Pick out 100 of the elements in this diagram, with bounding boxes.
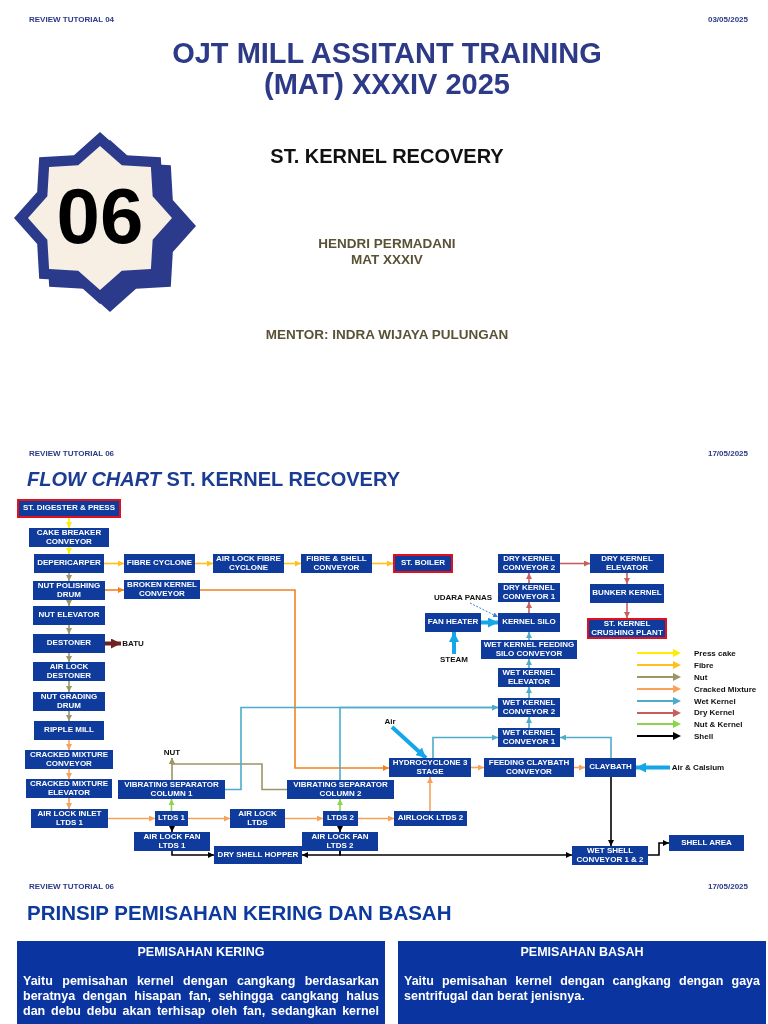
flow-arrow (284, 815, 324, 822)
stream-label: Air & Calsium (670, 762, 726, 773)
section-title: FLOW CHART ST. KERNEL RECOVERY (27, 468, 400, 491)
flow-arrow (168, 798, 175, 812)
flow-arrow (169, 825, 175, 833)
flow-arrow (337, 798, 343, 812)
panel-heading: PEMISAHAN KERING (136, 944, 266, 960)
date-text: 17/05/2025 (707, 882, 748, 891)
flow-arrow (526, 572, 532, 584)
process-box: NUT POLISHING DRUM (33, 581, 105, 600)
flow-arrow (66, 624, 72, 635)
flow-arrow (66, 572, 72, 582)
process-box: DRY SHELL HOPPER (214, 846, 302, 864)
section-title: PRINSIP PEMISAHAN KERING DAN BASAH (27, 901, 452, 925)
flow-arrow (66, 652, 72, 663)
process-box: DEPERICARPER (34, 554, 104, 573)
process-box: LTDS 2 (323, 811, 358, 826)
panel-text: Yaitu pemisahan kernel dengan cangkang berdasarkan beratnya dengan hisapan fan, sehingga cangkang halus dan debu debu akan terhisap oleh fan, sedangkan kernel (23, 974, 379, 1019)
legend-label: Nut & Kernel (694, 719, 743, 729)
process-box: ST. BOILER (393, 554, 453, 573)
stream-label: BATU (121, 638, 145, 649)
flow-arrow (559, 734, 612, 759)
process-box: DRY KERNEL CONVEYOR 1 (498, 583, 560, 602)
flow-arrow (624, 572, 630, 585)
leader-arrow (469, 602, 499, 618)
process-box: AIR LOCK INLET LTDS 1 (31, 809, 108, 828)
process-box: BROKEN KERNEL CONVEYOR (124, 580, 200, 599)
process-box: CAKE BREAKER CONVEYOR (29, 528, 109, 547)
header-note: REVIEW TUTORIAL 06 (29, 882, 115, 891)
flow-arrow (481, 617, 498, 628)
flow-arrow (526, 631, 532, 641)
process-box: DESTONER (33, 634, 105, 653)
stream-label: STEAM (439, 654, 469, 665)
panel-heading: PEMISAHAN BASAH (519, 944, 645, 960)
process-box: KERNEL SILO (498, 613, 560, 632)
process-box: AIR LOCK FAN LTDS 2 (302, 832, 378, 851)
process-box: NUT GRADING DRUM (33, 692, 105, 711)
header-note: REVIEW TUTORIAL 06 (29, 449, 115, 458)
process-box: WET KERNEL CONVEYOR 1 (498, 728, 560, 747)
flow-arrow (526, 601, 532, 614)
process-box: CRACKED MIXTURE CONVEYOR (25, 750, 113, 769)
process-box: FAN HEATER (425, 613, 481, 632)
process-box: DRY KERNEL CONVEYOR 2 (498, 554, 560, 573)
legend-label: Shell (694, 731, 714, 741)
legend-label: Press cake (694, 648, 736, 658)
flow-arrow (636, 762, 670, 773)
flow-arrow (427, 776, 433, 812)
flow-arrow (470, 764, 485, 771)
process-box: ST. DIGESTER & PRESS (17, 499, 121, 518)
flow-arrow (624, 602, 630, 619)
flow-arrow (432, 734, 499, 759)
flow-arrow (526, 716, 532, 729)
header-note: REVIEW TUTORIAL 04 (29, 15, 115, 24)
flow-arrow (194, 560, 214, 567)
panel-text: Yaitu pemisahan kernel dengan cangkang dengan gaya sentrifugal dan berat jenisnya. (404, 974, 760, 1004)
flow-arrow (187, 815, 231, 822)
process-box: WET KERNEL CONVEYOR 2 (498, 698, 560, 717)
flow-arrow (66, 797, 72, 810)
process-box: VIBRATING SEPARATOR COLUMN 2 (287, 780, 394, 799)
flow-arrow (573, 764, 586, 771)
flow-arrow (66, 710, 72, 722)
flow-arrow (337, 825, 343, 833)
info-panel (398, 941, 766, 1024)
legend-label: Wet Kernel (694, 696, 736, 706)
flow-arrow (107, 815, 156, 822)
flow-arrow (66, 599, 72, 607)
legend-label: Fibre (694, 660, 714, 670)
flow-arrow (339, 850, 573, 858)
process-box: WET KERNEL FEEDING SILO CONVEYOR (481, 640, 577, 659)
process-box: BUNKER KERNEL (590, 584, 664, 603)
process-box: ST. KERNEL CRUSHING PLANT (587, 618, 667, 639)
process-box: AIR LOCK FAN LTDS 1 (134, 832, 210, 851)
flow-arrow (171, 850, 215, 858)
flow-arrow (526, 658, 532, 669)
flow-arrow (526, 686, 532, 699)
author-batch: MAT XXXIV (351, 252, 423, 267)
process-box: VIBRATING SEPARATOR COLUMN 1 (118, 780, 225, 799)
process-box: AIR LOCK DESTONER (33, 662, 105, 681)
process-box: CRACKED MIXTURE ELEVATOR (26, 779, 112, 798)
process-box: HYDROCYCLONE 3 STAGE (389, 758, 471, 777)
process-box: FIBRE & SHELL CONVEYOR (301, 554, 372, 573)
flow-arrow (66, 739, 72, 751)
flow-arrow (103, 560, 125, 567)
process-box: AIRLOCK LTDS 2 (394, 811, 467, 826)
process-box: SHELL AREA (669, 835, 744, 851)
process-box: WET SHELL CONVEYOR 1 & 2 (572, 846, 648, 865)
process-box: RIPPLE MILL (34, 721, 104, 740)
flow-arrow (608, 776, 614, 847)
slide-subtitle: ST. KERNEL RECOVERY (270, 145, 504, 168)
mentor-name: MENTOR: INDRA WIJAYA PULUNGAN (265, 327, 509, 342)
stream-label: NUT (162, 747, 182, 758)
flow-arrow (449, 632, 459, 654)
flow-arrow (339, 704, 499, 781)
page-title: OJT MILL ASSITANT TRAINING (MAT) XXXIV 2025 (171, 38, 603, 100)
process-box: DRY KERNEL ELEVATOR (590, 554, 664, 573)
info-panel (17, 941, 385, 1024)
legend-label: Dry Kernel (694, 708, 735, 717)
flow-arrow (104, 587, 125, 593)
legend-label: Nut (694, 672, 708, 682)
flow-arrow (357, 815, 395, 822)
